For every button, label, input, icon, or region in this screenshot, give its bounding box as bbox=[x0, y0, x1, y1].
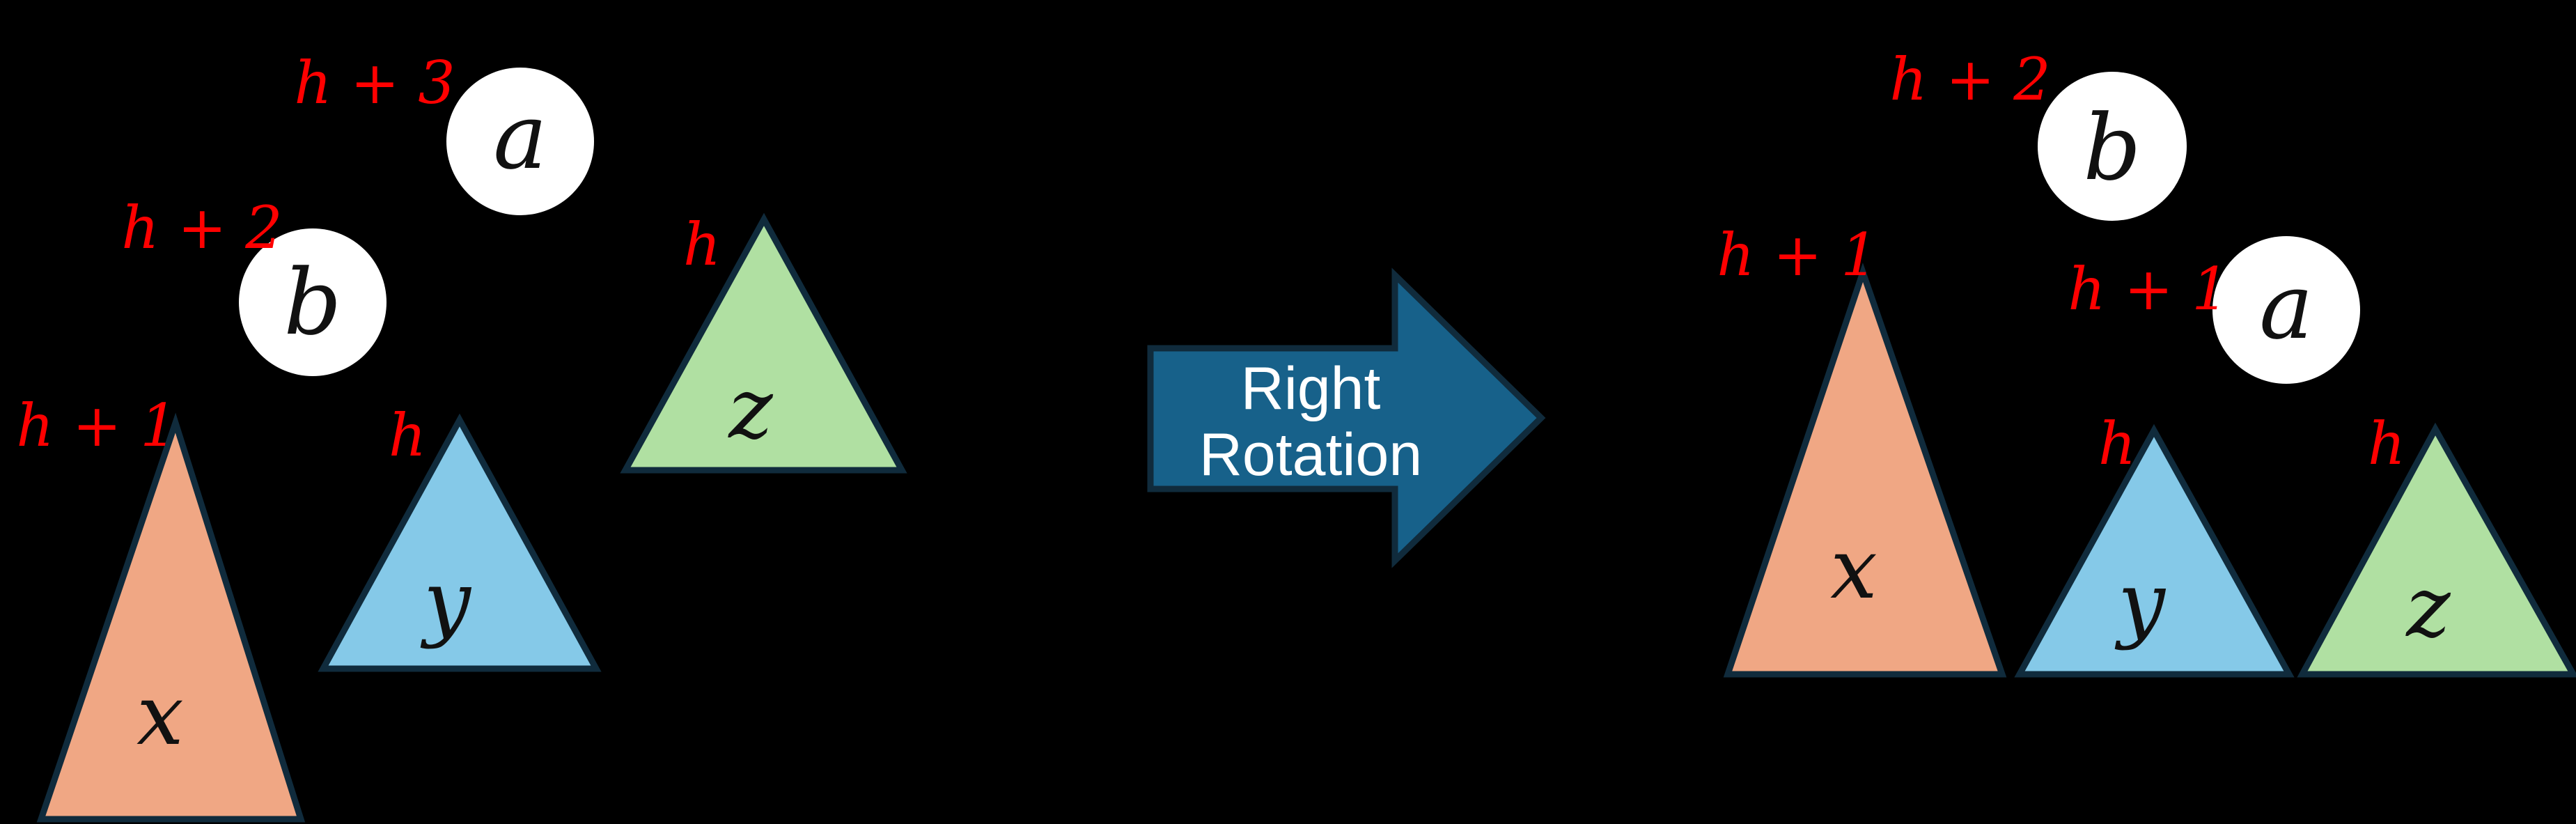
right-node-a-circle bbox=[2212, 236, 2360, 384]
arrow-label-line1: Right bbox=[1241, 355, 1381, 422]
left-subtree-z-triangle bbox=[620, 212, 907, 474]
left-subtree-x-height-label: h + 1 bbox=[16, 391, 177, 460]
right-node-b-label: b bbox=[2083, 95, 2141, 201]
left-node-a-height-label: h + 3 bbox=[294, 49, 455, 117]
right-subtree-x-triangle bbox=[1723, 263, 2007, 678]
right-rotation-arrow: Right Rotation bbox=[1147, 267, 1546, 568]
left-subtree-x-label: x bbox=[136, 667, 184, 764]
right-subtree-y-height-label: h bbox=[2098, 410, 2136, 478]
left-node-b-circle bbox=[239, 228, 387, 376]
left-node-b-height-label: h + 2 bbox=[121, 194, 282, 262]
right-node-a-height-label: h + 1 bbox=[2068, 255, 2228, 323]
right-subtree-x-height-label: h + 1 bbox=[1717, 221, 1878, 289]
left-subtree-y-label: y bbox=[420, 554, 472, 651]
arrow-label-line2: Rotation bbox=[1199, 421, 1422, 488]
left-subtree-z-height-label: h bbox=[683, 210, 721, 279]
left-subtree-y-height-label: h bbox=[389, 401, 426, 469]
right-node-b-circle bbox=[2038, 72, 2187, 221]
right-node-b-height-label: h + 2 bbox=[1889, 45, 2050, 114]
right-tree-after-rotation: h + 1 x h y h z h + 1 a h + 2 b bbox=[1717, 45, 2576, 678]
left-subtree-z-label: z bbox=[727, 361, 773, 458]
right-subtree-z-label: z bbox=[2405, 559, 2451, 656]
left-node-a-label: a bbox=[493, 84, 547, 189]
right-node-a-label: a bbox=[2259, 254, 2313, 359]
left-tree-before-rotation: h + 1 x h y h z h + 2 b h + 3 a bbox=[16, 49, 907, 823]
right-subtree-z-height-label: h bbox=[2368, 410, 2405, 478]
left-node-b-label: b bbox=[283, 249, 341, 355]
left-subtree-x-triangle bbox=[36, 412, 306, 823]
right-subtree-y-triangle bbox=[2014, 423, 2295, 678]
arrow-shape bbox=[1147, 267, 1546, 568]
right-subtree-z-triangle bbox=[2297, 422, 2576, 678]
left-node-a-circle bbox=[446, 68, 594, 215]
left-subtree-y-triangle bbox=[318, 413, 602, 672]
right-subtree-x-label: x bbox=[1830, 521, 1878, 618]
right-subtree-y-label: y bbox=[2114, 555, 2167, 652]
